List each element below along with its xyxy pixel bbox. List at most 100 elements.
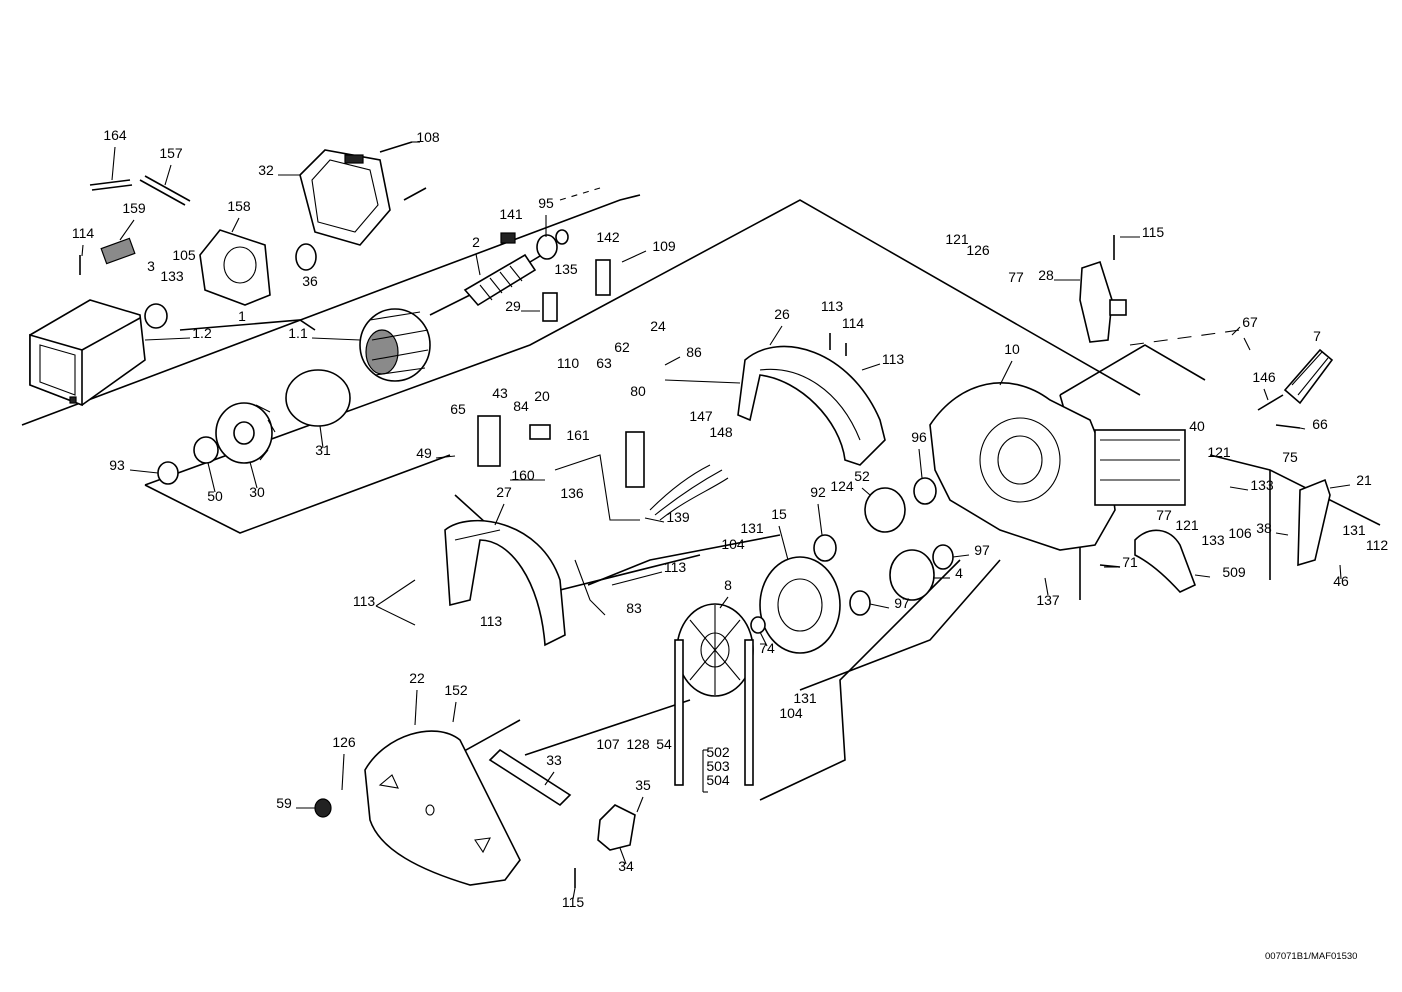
part-label-110: 110 — [557, 355, 580, 371]
part-label-66: 66 — [1312, 416, 1328, 432]
part-label-24: 24 — [650, 318, 666, 334]
clamp-20-part — [529, 424, 551, 440]
bracket-142-part — [595, 259, 611, 296]
part-label-113: 113 — [821, 298, 844, 314]
motor-case-32-part — [299, 149, 391, 246]
part-label-38: 38 — [1256, 520, 1272, 536]
part-label-20: 20 — [534, 388, 550, 404]
part-label-135: 135 — [554, 261, 578, 277]
stator-part — [359, 308, 431, 382]
part-label-50: 50 — [207, 488, 223, 504]
part-label-131: 131 — [793, 690, 817, 706]
gear-52-part — [864, 487, 906, 533]
part-label-30: 30 — [249, 484, 265, 500]
part-label-115: 115 — [1142, 224, 1165, 240]
switch-28-part — [1079, 260, 1127, 343]
bearing-3-part — [144, 303, 168, 329]
bolt-146-part — [1257, 394, 1284, 411]
part-label-74: 74 — [759, 640, 775, 656]
part-label-136: 136 — [560, 485, 584, 501]
part-label-104: 104 — [721, 536, 745, 552]
part-label-93: 93 — [109, 457, 125, 473]
part-label-84: 84 — [513, 398, 529, 414]
rail-33-part — [488, 748, 572, 807]
part-label-97: 97 — [894, 595, 910, 611]
part-label-96: 96 — [911, 429, 927, 445]
part-label-509: 509 — [1222, 564, 1246, 580]
part-label-77: 77 — [1156, 507, 1172, 523]
part-label-141: 141 — [499, 206, 523, 222]
part-label-65: 65 — [450, 401, 466, 417]
bearing-97a-part — [932, 544, 954, 570]
drawing-code: 007071B1/MAF01530 — [1265, 951, 1357, 962]
part-label-113: 113 — [664, 559, 687, 575]
part-label-62: 62 — [614, 339, 630, 355]
part-label-10: 10 — [1004, 341, 1020, 357]
wires-147-148-part — [649, 464, 729, 521]
part-label-46: 46 — [1333, 573, 1349, 589]
part-label-164: 164 — [103, 127, 127, 143]
part-label-137: 137 — [1036, 592, 1060, 608]
part-label-161: 161 — [566, 427, 590, 443]
flange-15-part — [759, 556, 841, 654]
washer-74-part — [750, 616, 766, 634]
ring-135-part — [555, 229, 569, 245]
part-label-121: 121 — [1207, 444, 1231, 460]
bracket-43-part — [477, 415, 501, 467]
switch-80-part — [625, 431, 645, 488]
part-label-3: 3 — [147, 258, 155, 274]
part-label-77: 77 — [1008, 269, 1024, 285]
bearing-36-part — [295, 243, 317, 271]
part-label-124: 124 — [830, 478, 854, 494]
main-body-10-part — [929, 382, 1186, 551]
part-label-109: 109 — [652, 238, 676, 254]
part-label-4: 4 — [955, 565, 963, 581]
part-label-147: 147 — [689, 408, 713, 424]
part-label-504: 504 — [706, 772, 730, 788]
part-label-1-2: 1.2 — [192, 325, 212, 341]
part-label-121: 121 — [1175, 517, 1199, 533]
part-label-63: 63 — [596, 355, 612, 371]
part-label-106: 106 — [1228, 525, 1252, 541]
part-label-29: 29 — [505, 298, 521, 314]
part-label-32: 32 — [258, 162, 274, 178]
part-label-35: 35 — [635, 777, 651, 793]
part-label-108: 108 — [416, 129, 440, 145]
part-label-113: 113 — [480, 613, 503, 629]
part-label-52: 52 — [854, 468, 870, 484]
handle-509-part — [1134, 529, 1197, 593]
part-label-112: 112 — [1366, 537, 1389, 553]
part-label-95: 95 — [538, 195, 554, 211]
part-label-152: 152 — [444, 682, 468, 698]
part-label-7: 7 — [1313, 328, 1321, 344]
upper-guard-26-part — [737, 345, 886, 466]
bearing-93-part — [157, 461, 179, 485]
baffle-31-part — [285, 369, 351, 427]
bearing-97b-part — [849, 590, 871, 616]
part-label-36: 36 — [302, 273, 318, 289]
part-label-131: 131 — [1342, 522, 1366, 538]
part-label-86: 86 — [686, 344, 702, 360]
part-label-115: 115 — [562, 894, 585, 910]
part-label-27: 27 — [496, 484, 512, 500]
part-label-502: 502 — [706, 744, 730, 760]
part-label-160: 160 — [511, 467, 535, 483]
part-label-133: 133 — [160, 268, 184, 284]
part-label-40: 40 — [1189, 418, 1205, 434]
part-label-21: 21 — [1356, 472, 1372, 488]
lever-21-part — [1297, 478, 1331, 567]
armature-part — [429, 249, 551, 316]
part-label-113: 113 — [353, 593, 376, 609]
part-label-126: 126 — [332, 734, 356, 750]
part-label-105: 105 — [172, 247, 196, 263]
part-label-157: 157 — [159, 145, 183, 161]
gear-4-part — [889, 549, 935, 601]
part-label-114: 114 — [842, 315, 865, 331]
part-label-133: 133 — [1201, 532, 1225, 548]
part-label-158: 158 — [227, 198, 251, 214]
part-label-142: 142 — [596, 229, 620, 245]
part-label-97: 97 — [974, 542, 990, 558]
part-label-121: 121 — [945, 231, 969, 247]
